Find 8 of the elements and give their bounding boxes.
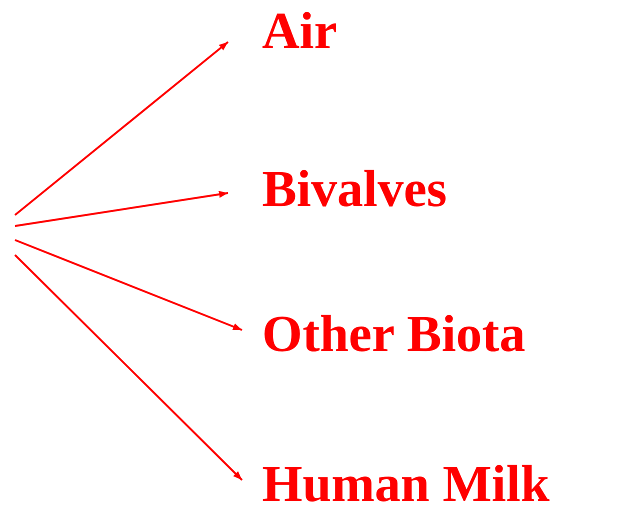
arrow [14, 190, 228, 227]
arrow [14, 254, 243, 481]
arrow [14, 41, 229, 216]
node-label: Human Milk [262, 455, 550, 514]
node-label: Other Biota [262, 305, 526, 365]
node-label: Air [262, 2, 338, 62]
arrow [14, 239, 242, 331]
node-label: Bivalves [262, 160, 447, 220]
